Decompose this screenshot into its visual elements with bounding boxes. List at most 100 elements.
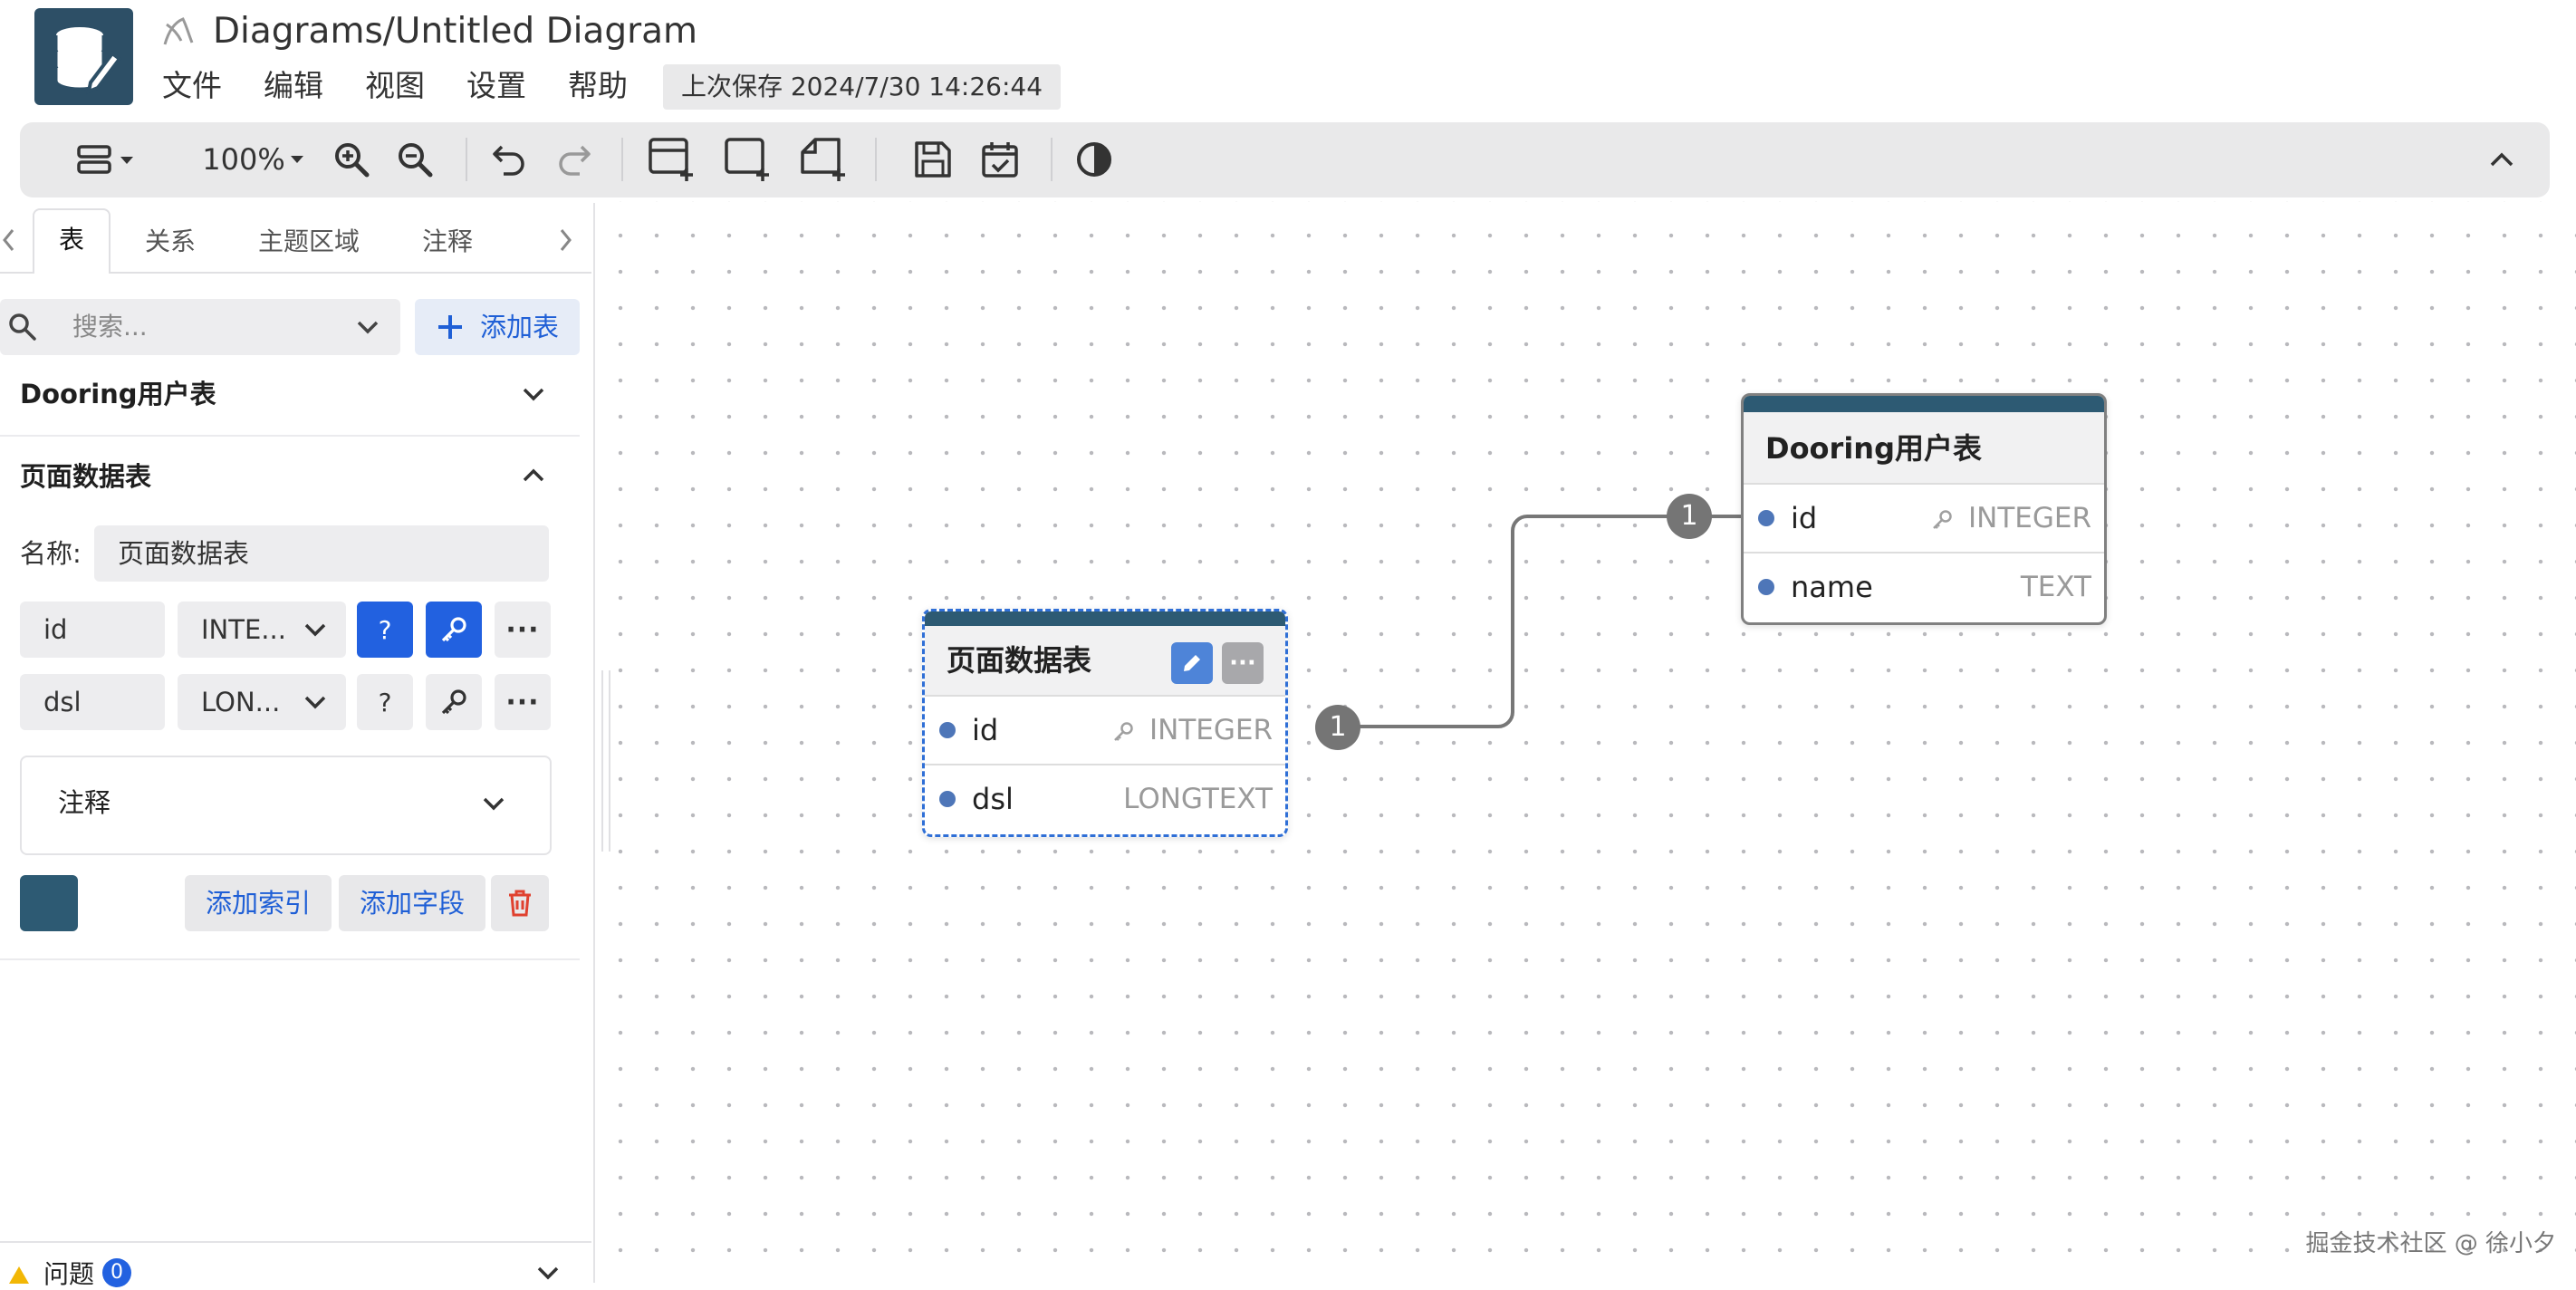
undo-button[interactable] bbox=[485, 136, 533, 183]
search-placeholder: 搜索... bbox=[72, 312, 148, 342]
primary-key-toggle-button[interactable] bbox=[426, 602, 482, 658]
edit-table-button[interactable] bbox=[1171, 642, 1213, 684]
field-more-button[interactable]: ··· bbox=[495, 674, 551, 730]
field-dot bbox=[1758, 579, 1774, 595]
field-type-value: LON... bbox=[201, 687, 281, 717]
pencil-icon bbox=[1180, 651, 1204, 675]
chevron-down-icon[interactable] bbox=[355, 315, 380, 339]
chevron-down-icon bbox=[480, 790, 507, 817]
zoom-in-button[interactable] bbox=[330, 136, 373, 183]
add-table-toolbar-button[interactable] bbox=[645, 136, 699, 183]
field-more-button[interactable]: ··· bbox=[495, 602, 551, 658]
key-icon bbox=[1111, 720, 1135, 744]
search-icon bbox=[7, 312, 38, 342]
add-table-label: 添加表 bbox=[480, 312, 560, 342]
table-comment-section[interactable] bbox=[20, 756, 552, 855]
divider bbox=[0, 435, 580, 437]
add-table-icon bbox=[647, 136, 697, 183]
toolbar-divider bbox=[621, 138, 623, 181]
save-button[interactable] bbox=[909, 136, 956, 183]
more-icon: ··· bbox=[505, 613, 540, 646]
document-title[interactable]: Diagrams/Untitled Diagram bbox=[213, 11, 698, 52]
field-type: INTEGER bbox=[1967, 502, 2091, 534]
issues-count-badge: 0 bbox=[102, 1258, 131, 1287]
table-name-label: 名称: bbox=[20, 538, 82, 569]
nullable-toggle-button[interactable]: ? bbox=[357, 674, 413, 730]
field-name-input[interactable] bbox=[20, 602, 165, 658]
tab-tables[interactable]: 表 bbox=[33, 208, 111, 274]
table-name-value: 页面数据表 bbox=[118, 538, 250, 569]
layout-menu-button[interactable] bbox=[72, 136, 141, 183]
field-type-value: INTE... bbox=[201, 614, 286, 645]
table-card-field-row[interactable]: id INTEGER bbox=[925, 697, 1285, 765]
toolbar-divider bbox=[1051, 138, 1053, 181]
chevron-right-icon bbox=[556, 226, 574, 254]
more-icon: ··· bbox=[1229, 650, 1256, 677]
field-type: INTEGER bbox=[1149, 714, 1273, 746]
add-area-icon bbox=[723, 136, 774, 183]
delete-table-button[interactable] bbox=[491, 875, 549, 931]
chevron-up-icon[interactable] bbox=[520, 462, 547, 489]
table-color-picker[interactable] bbox=[20, 875, 78, 931]
redo-icon bbox=[554, 140, 594, 179]
menu-view[interactable]: 视图 bbox=[365, 68, 425, 103]
app-logo[interactable] bbox=[34, 8, 133, 105]
tab-notes[interactable]: 注释 bbox=[422, 226, 474, 256]
chevron-down-icon bbox=[289, 154, 305, 165]
menu-edit[interactable]: 编辑 bbox=[264, 68, 323, 103]
field-type: TEXT bbox=[2020, 571, 2091, 603]
table-item-dooring-users[interactable]: Dooring用户表 bbox=[20, 379, 216, 409]
add-note-button[interactable] bbox=[797, 136, 851, 183]
plus-icon bbox=[435, 312, 466, 342]
tab-relationships[interactable]: 关系 bbox=[145, 226, 197, 256]
zoom-level-dropdown[interactable]: 100% bbox=[201, 136, 306, 183]
tabs-scroll-left-button[interactable] bbox=[0, 226, 18, 254]
primary-key-toggle-button[interactable] bbox=[426, 674, 482, 730]
field-name-value: id bbox=[43, 614, 68, 645]
redo-button[interactable] bbox=[551, 136, 598, 183]
issues-label: 问题 bbox=[43, 1259, 95, 1289]
chevron-down-icon[interactable] bbox=[534, 1265, 562, 1283]
add-field-button[interactable]: 添加字段 bbox=[339, 875, 485, 931]
nullable-toggle-button[interactable]: ? bbox=[357, 602, 413, 658]
add-index-button[interactable]: 添加索引 bbox=[185, 875, 332, 931]
zoom-out-button[interactable] bbox=[393, 136, 437, 183]
undo-icon bbox=[489, 140, 529, 179]
divider bbox=[0, 958, 580, 960]
chevron-down-icon[interactable] bbox=[520, 380, 547, 408]
last-saved-status: 上次保存 2024/7/30 14:26:44 bbox=[663, 64, 1061, 110]
sidebar-resize-handle[interactable] bbox=[601, 670, 610, 852]
save-icon bbox=[913, 140, 953, 179]
zoom-in-icon bbox=[332, 140, 371, 179]
field-name-input[interactable] bbox=[20, 674, 165, 730]
table-search-input[interactable] bbox=[0, 299, 400, 355]
table-item-page-data[interactable]: 页面数据表 bbox=[20, 461, 152, 492]
table-card-field-row[interactable]: dsl LONGTEXT bbox=[925, 765, 1285, 833]
comment-label: 注释 bbox=[58, 787, 111, 818]
table-card-page-data[interactable]: 页面数据表 ··· id INTEGER dsl LONGTEXT bbox=[922, 609, 1288, 837]
collapse-toolbar-button[interactable] bbox=[2482, 136, 2522, 183]
theme-toggle-button[interactable] bbox=[1071, 136, 1118, 183]
nullable-label: ? bbox=[378, 687, 392, 717]
add-area-button[interactable] bbox=[721, 136, 775, 183]
chevron-left-icon bbox=[0, 226, 18, 254]
tab-subject-areas[interactable]: 主题区域 bbox=[258, 226, 360, 256]
chevron-up-icon bbox=[2488, 150, 2515, 168]
table-name-input[interactable] bbox=[94, 525, 549, 582]
relationship-line[interactable] bbox=[1268, 489, 1775, 761]
table-card-field-row[interactable]: name TEXT bbox=[1744, 554, 2104, 621]
menu-help[interactable]: 帮助 bbox=[568, 68, 628, 103]
tabs-scroll-right-button[interactable] bbox=[556, 226, 574, 254]
table-card-title: 页面数据表 bbox=[947, 643, 1092, 678]
table-card-field-row[interactable]: id INTEGER bbox=[1744, 485, 2104, 554]
theme-toggle-icon bbox=[1074, 140, 1114, 179]
field-name: name bbox=[1791, 570, 1873, 604]
menu-file[interactable]: 文件 bbox=[162, 68, 222, 103]
issues-panel[interactable] bbox=[0, 1241, 591, 1285]
todo-button[interactable] bbox=[976, 136, 1024, 183]
table-card-dooring-users[interactable]: Dooring用户表 id INTEGER name TEXT bbox=[1741, 393, 2107, 625]
field-dot bbox=[939, 791, 956, 807]
key-icon bbox=[1930, 508, 1954, 532]
menu-settings[interactable]: 设置 bbox=[466, 68, 526, 103]
table-more-button[interactable]: ··· bbox=[1222, 642, 1264, 684]
